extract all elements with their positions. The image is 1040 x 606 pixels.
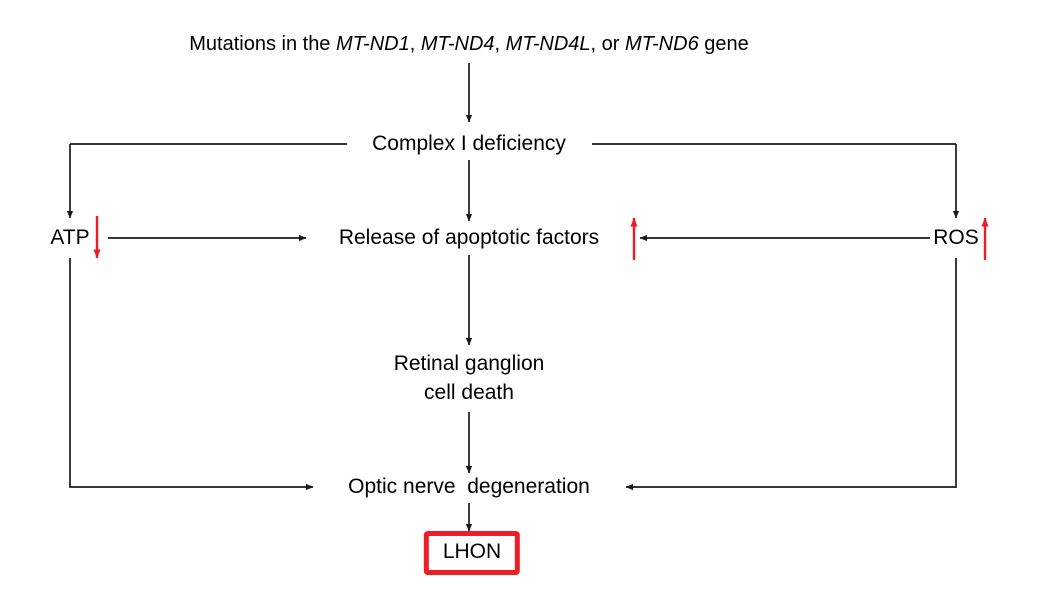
mutations-prefix: Mutations in the xyxy=(189,33,336,55)
node-mutations: Mutations in the MT-ND1, MT-ND4, MT-ND4L… xyxy=(189,31,749,57)
gene-mt-nd6: MT-ND6 xyxy=(624,33,699,55)
mutations-sep-3: , or xyxy=(590,33,625,55)
gene-mt-nd1: MT-ND1 xyxy=(335,33,410,55)
node-ros: ROS xyxy=(933,226,979,249)
retinal-line-1: Retinal ganglion xyxy=(393,352,545,375)
gene-mt-nd4l: MT-ND4L xyxy=(505,33,591,55)
mutations-sep-2: , xyxy=(494,33,506,55)
node-retinal-ganglion-cell-death: Retinal ganglion cell death xyxy=(394,349,545,407)
mutations-suffix: gene xyxy=(698,33,749,55)
gene-mt-nd4: MT-ND4 xyxy=(420,33,495,55)
edge-atp-to-optic xyxy=(69,258,314,491)
retinal-line-2: cell death xyxy=(424,381,514,404)
edge-ros-to-optic xyxy=(625,258,957,491)
node-complex-i-deficiency: Complex I deficiency xyxy=(372,132,566,155)
node-release-of-apoptotic-factors: Release of apoptotic factors xyxy=(338,226,600,249)
node-lhon: LHON xyxy=(423,531,521,575)
node-optic-nerve-degeneration: Optic nerve degeneration xyxy=(348,475,590,498)
node-atp: ATP xyxy=(50,226,90,249)
mutations-sep-1: , xyxy=(409,33,421,55)
